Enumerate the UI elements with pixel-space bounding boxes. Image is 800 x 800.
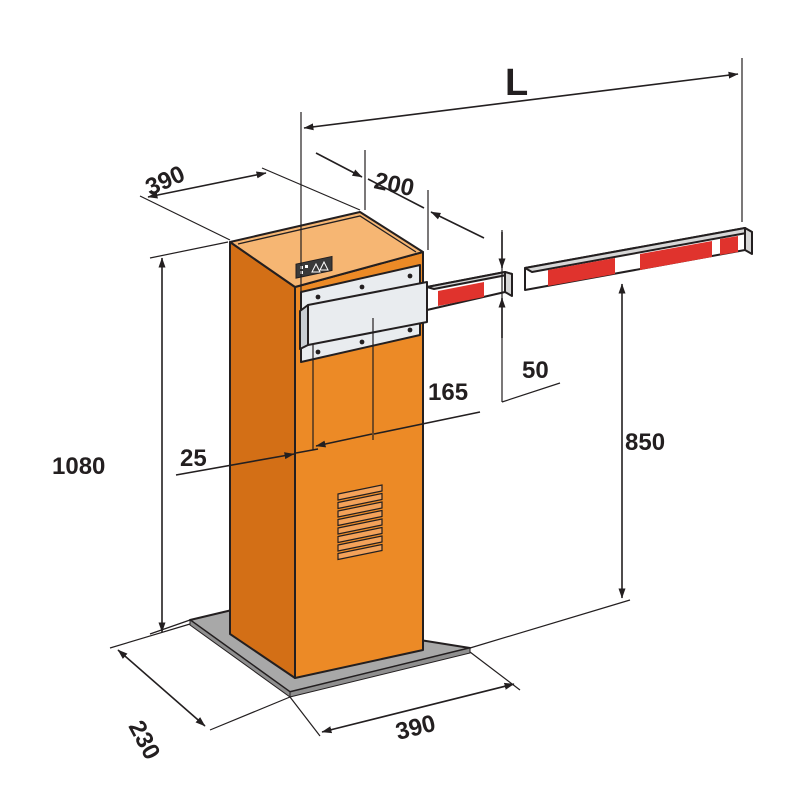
beam-main-stripe-2 <box>640 241 712 270</box>
cabinet-top-bevel <box>237 215 417 253</box>
dim-line-top-depth <box>147 171 267 199</box>
grille-slat <box>337 543 383 561</box>
label-total-height: 1080 <box>52 453 105 480</box>
grille-slat <box>337 526 383 544</box>
label-beam-height: 850 <box>625 429 665 456</box>
dim-line-base-depth <box>117 649 206 727</box>
dim-line-base-width <box>321 682 515 734</box>
bracket-box-side <box>299 304 309 350</box>
grille-slat <box>337 509 383 527</box>
label-beam-gap: 50 <box>522 357 549 384</box>
dimension-lines <box>117 71 739 734</box>
label-side-offset: 25 <box>180 445 207 472</box>
cabinet-top <box>229 211 424 288</box>
dim-line-axis-offset <box>315 433 373 448</box>
bracket-bolts <box>315 273 413 355</box>
grille-slat <box>337 501 383 518</box>
beam-stub-end <box>504 271 513 297</box>
grille-slat <box>337 518 383 535</box>
beam-main-stripe-1 <box>548 258 615 286</box>
beam-main-end <box>744 227 753 255</box>
grille-slat <box>337 484 383 501</box>
extension-lines <box>109 58 743 737</box>
dim-line-L <box>303 71 739 131</box>
beam-main-stripe-3 <box>720 236 738 255</box>
label-arm-offset: 200 <box>372 167 417 202</box>
dim-line-arm-offset <box>315 152 363 178</box>
label-beam-length: L <box>505 62 528 104</box>
ventilation-grille <box>337 484 383 561</box>
label-base-width: 390 <box>393 710 438 746</box>
grille-slat <box>337 535 383 552</box>
label-base-depth: 230 <box>123 716 166 764</box>
grille-slat <box>337 492 383 510</box>
dim-line-side-offset <box>175 452 295 476</box>
label-top-depth: 390 <box>141 161 189 202</box>
label-axis-offset: 165 <box>428 379 468 406</box>
beam-stub-stripe <box>438 282 484 306</box>
